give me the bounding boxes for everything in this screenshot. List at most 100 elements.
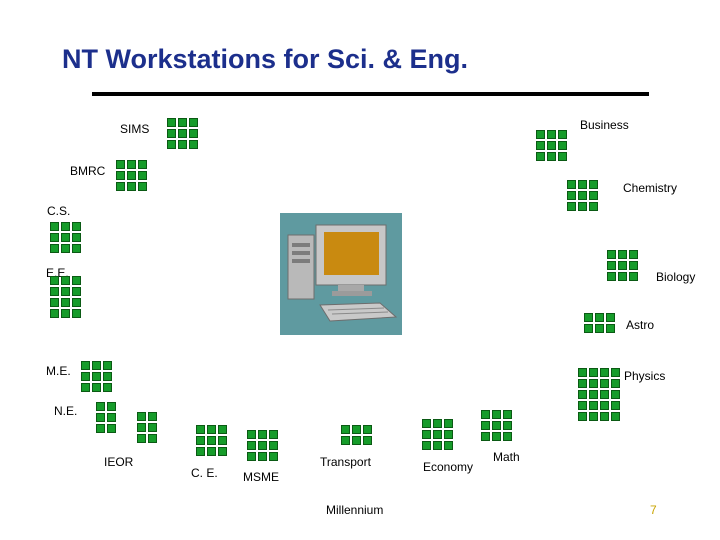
label-physics: Physics xyxy=(624,369,666,383)
workstation-icon xyxy=(589,202,598,211)
workstation-icon xyxy=(629,272,638,281)
workstation-icon xyxy=(433,419,442,428)
workstation-icon xyxy=(578,379,587,388)
workstation-icon xyxy=(600,390,609,399)
label-astro: Astro xyxy=(626,318,655,332)
workstation-icon xyxy=(611,368,620,377)
workstation-icon xyxy=(81,372,90,381)
workstation-icon xyxy=(422,419,431,428)
workstation-icon xyxy=(444,441,453,450)
workstation-icon xyxy=(207,436,216,445)
workstation-icon xyxy=(196,436,205,445)
workstation-icon xyxy=(178,140,187,149)
workstation-icon xyxy=(92,361,101,370)
slide-title: NT Workstations for Sci. & Eng. xyxy=(62,44,469,74)
workstation-icon xyxy=(72,309,81,318)
workstation-icon xyxy=(72,287,81,296)
workstation-icon xyxy=(618,250,627,259)
workstation-icon xyxy=(558,130,567,139)
workstation-icon xyxy=(167,118,176,127)
label-business: Business xyxy=(580,118,629,132)
workstation-icon xyxy=(50,276,59,285)
workstation-icon xyxy=(61,244,70,253)
workstation-icon xyxy=(589,412,598,421)
workstation-icon xyxy=(589,191,598,200)
workstation-icon xyxy=(138,160,147,169)
workstation-icon xyxy=(578,390,587,399)
workstation-icon xyxy=(618,272,627,281)
workstation-icon xyxy=(92,372,101,381)
workstation-icon xyxy=(196,425,205,434)
workstation-icon xyxy=(269,430,278,439)
workstation-icon xyxy=(138,171,147,180)
workstation-icon xyxy=(137,423,146,432)
label-sims: SIMS xyxy=(120,122,150,136)
workstation-icon xyxy=(503,410,512,419)
workstation-icon xyxy=(567,180,576,189)
workstation-icon xyxy=(589,368,598,377)
workstation-icon xyxy=(600,379,609,388)
workstation-icon xyxy=(218,425,227,434)
workstation-icon xyxy=(61,309,70,318)
workstation-icon xyxy=(61,298,70,307)
label-math: Math xyxy=(493,450,520,464)
workstation-icon xyxy=(103,372,112,381)
label-me: M.E. xyxy=(46,364,71,378)
label-chemistry: Chemistry xyxy=(623,181,678,195)
workstation-icon xyxy=(107,413,116,422)
workstation-icon xyxy=(103,361,112,370)
workstation-icon xyxy=(148,423,157,432)
workstation-icon xyxy=(107,402,116,411)
workstation-icon xyxy=(167,129,176,138)
workstation-icon xyxy=(116,160,125,169)
workstation-icon xyxy=(127,182,136,191)
workstation-icon xyxy=(607,261,616,270)
workstation-icon xyxy=(196,447,205,456)
footer-text: Millennium xyxy=(326,503,384,517)
workstation-icon xyxy=(589,390,598,399)
label-economy: Economy xyxy=(423,460,474,474)
workstation-icon xyxy=(578,401,587,410)
workstation-icon xyxy=(61,287,70,296)
label-ce: C. E. xyxy=(191,466,218,480)
workstation-icon xyxy=(137,412,146,421)
label-biology: Biology xyxy=(656,270,696,284)
workstation-icon xyxy=(50,244,59,253)
workstation-icon xyxy=(595,313,604,322)
workstation-icon xyxy=(558,152,567,161)
workstation-icon xyxy=(96,424,105,433)
label-bmrc: BMRC xyxy=(70,164,106,178)
workstation-icon xyxy=(148,434,157,443)
workstation-icon xyxy=(50,233,59,242)
workstation-icon xyxy=(611,401,620,410)
workstation-icon xyxy=(536,141,545,150)
workstation-icon xyxy=(103,383,112,392)
workstation-icon xyxy=(444,430,453,439)
workstation-icon xyxy=(50,222,59,231)
label-ieor: IEOR xyxy=(104,455,134,469)
workstation-icon xyxy=(178,118,187,127)
computer-icon xyxy=(280,213,402,340)
workstation-icon xyxy=(607,272,616,281)
workstation-icon xyxy=(606,324,615,333)
workstation-icon xyxy=(547,141,556,150)
workstation-icon xyxy=(611,379,620,388)
workstation-icon xyxy=(96,413,105,422)
workstation-icon xyxy=(433,430,442,439)
workstation-icon xyxy=(72,233,81,242)
label-ne: N.E. xyxy=(54,404,78,418)
workstation-icon xyxy=(595,324,604,333)
workstation-icon xyxy=(258,430,267,439)
workstation-icon xyxy=(503,421,512,430)
workstation-icon xyxy=(481,421,490,430)
workstation-icon xyxy=(61,233,70,242)
workstation-icon xyxy=(92,383,101,392)
workstation-icon xyxy=(578,202,587,211)
workstation-icon xyxy=(607,250,616,259)
workstation-icon xyxy=(422,430,431,439)
title-rule xyxy=(92,92,649,96)
workstation-icon xyxy=(218,436,227,445)
workstation-icon xyxy=(611,390,620,399)
workstation-icon xyxy=(433,441,442,450)
workstation-icon xyxy=(207,447,216,456)
